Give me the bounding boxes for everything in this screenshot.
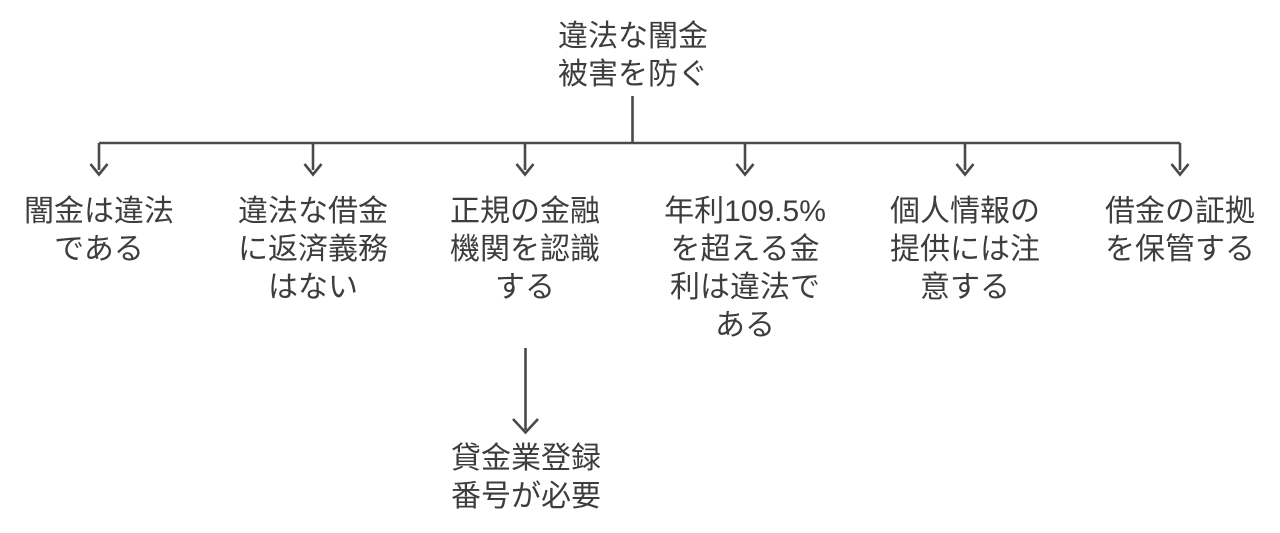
node-leaf-1[interactable]: 貸金業登録 番号が必要 xyxy=(451,442,601,513)
node-child-2[interactable]: 違法な借金 に返済義務 はない xyxy=(238,195,388,304)
node-child-5[interactable]: 個人情報の 提供には注 意する xyxy=(890,195,1040,304)
node-root[interactable]: 違法な闇金 被害を防ぐ xyxy=(558,20,708,91)
arrowhead-child-2-icon xyxy=(303,163,323,177)
arrowhead-child-3-icon xyxy=(515,163,535,177)
node-child-4[interactable]: 年利109.5% を超える金 利は違法で ある xyxy=(664,195,826,342)
arrowhead-child-6-icon xyxy=(1170,163,1190,177)
node-child-3[interactable]: 正規の金融 機関を認識 する xyxy=(450,195,600,304)
arrowhead-child-5-icon xyxy=(955,163,975,177)
arrowhead-child-1-icon xyxy=(89,163,109,177)
node-child-1[interactable]: 闇金は違法 である xyxy=(24,195,174,266)
arrowhead-leaf-1-icon xyxy=(512,418,539,435)
arrowhead-child-4-icon xyxy=(735,163,755,177)
node-child-6[interactable]: 借金の証拠 を保管する xyxy=(1105,195,1255,266)
